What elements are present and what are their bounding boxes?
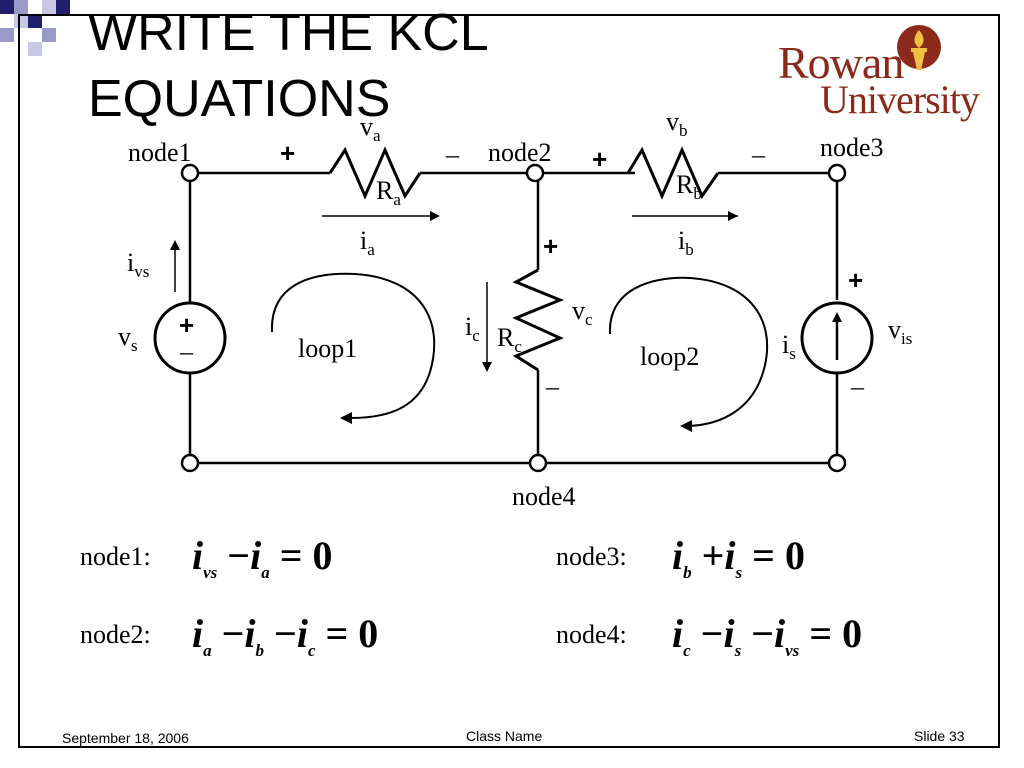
label-va: va (360, 112, 381, 146)
label-rb: Rb (676, 170, 702, 204)
slide-frame (18, 14, 1000, 748)
label-ia: ia (360, 226, 375, 260)
terminal-node2 (525, 163, 545, 183)
label-node1: node1 (128, 138, 192, 167)
label-node4: node4 (512, 482, 576, 511)
eq1: ivs −ia = 0 (192, 533, 333, 582)
label-vs: vs (118, 322, 138, 356)
label-is: is (782, 330, 796, 364)
label-ra: Ra (376, 176, 401, 210)
label-node2: node2 (488, 138, 552, 167)
rb-plus: + (592, 144, 608, 174)
voltage-source (153, 301, 227, 375)
is-plus: + (848, 265, 864, 295)
label-vb: vb (666, 107, 688, 141)
corner-decoration (0, 0, 70, 56)
label-vc: vc (572, 296, 593, 330)
terminal-node3-bottom (827, 453, 847, 473)
label-loop1: loop1 (298, 334, 358, 363)
label-loop2: loop2 (640, 342, 700, 371)
loop1-arrow (270, 272, 436, 419)
ra-plus: + (280, 138, 296, 168)
label-ic: ic (465, 312, 480, 346)
rb-minus: – (752, 140, 765, 169)
vs-plus: + (179, 310, 195, 340)
label-rc: Rc (497, 323, 522, 357)
resistor-rc (512, 268, 564, 372)
logo-line2: University (820, 77, 980, 122)
slide-title: WRITE THE KCL EQUATIONS (88, 4, 489, 128)
terminal-node1-bottom (180, 453, 200, 473)
eq3-label: node3: (556, 542, 627, 571)
label-vis: vis (888, 315, 913, 349)
label-ivs: ivs (127, 248, 150, 282)
label-node3: node3 (820, 133, 884, 162)
eq2-label: node2: (80, 620, 151, 649)
rc-plus: + (543, 231, 559, 261)
current-source (800, 301, 874, 375)
torch-icon (897, 25, 941, 70)
footer-date: September 18, 2006 (62, 730, 189, 746)
eq4-label: node4: (556, 620, 627, 649)
eq2: ia −ib −ic = 0 (192, 611, 379, 660)
loop2-arrow (608, 276, 769, 427)
eq4: ic −is −ivs = 0 (672, 611, 863, 660)
logo-line1: Rowan (778, 37, 904, 88)
is-minus: – (851, 372, 864, 401)
vs-minus: – (180, 337, 193, 366)
rc-minus: – (546, 372, 559, 401)
eq3: ib +is = 0 (672, 533, 805, 582)
resistor-rb (626, 146, 720, 200)
eq1-label: node1: (80, 542, 151, 571)
label-ib: ib (678, 226, 694, 260)
terminal-node1 (180, 163, 200, 183)
ra-minus: – (446, 140, 459, 169)
rowan-logo: Rowan University (778, 24, 990, 122)
footer-class: Class Name (466, 728, 543, 744)
footer-slide-number: Slide 33 (914, 728, 965, 744)
terminal-node3 (827, 163, 847, 183)
terminal-node4 (528, 453, 548, 473)
resistor-ra (328, 146, 422, 200)
